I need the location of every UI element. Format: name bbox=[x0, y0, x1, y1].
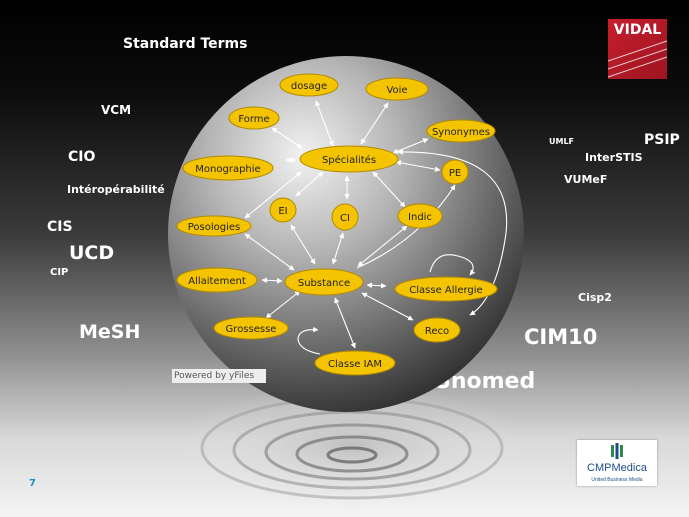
term-cim10: CIM10 bbox=[524, 325, 598, 349]
vidal-logo-text: VIDAL bbox=[613, 22, 662, 38]
term-mesh: MeSH bbox=[79, 321, 141, 343]
cmpmedica-emblem-icon bbox=[611, 443, 623, 459]
node-forme-label: Forme bbox=[238, 114, 269, 125]
node-classe-iam-label: Classe IAM bbox=[328, 359, 382, 370]
edge bbox=[271, 127, 303, 149]
term-cio: CIO bbox=[68, 149, 96, 165]
node-monographie-label: Monographie bbox=[195, 164, 260, 175]
node-reco-label: Reco bbox=[425, 326, 449, 337]
node-specialites-label: Spécialités bbox=[322, 154, 376, 166]
vidal-logo-stripes bbox=[608, 40, 667, 78]
edge bbox=[265, 290, 301, 319]
cmpmedica-name: CMPMedica bbox=[587, 462, 647, 474]
node-dosage-label: dosage bbox=[291, 81, 327, 92]
node-substance[interactable]: Substance bbox=[284, 268, 364, 296]
node-specialites[interactable]: Spécialités bbox=[299, 145, 399, 173]
node-classe-allergie-label: Classe Allergie bbox=[409, 285, 482, 296]
vidal-logo: VIDAL bbox=[608, 19, 667, 79]
node-grossesse[interactable]: Grossesse bbox=[213, 316, 289, 340]
node-allaitement-label: Allaitement bbox=[188, 276, 246, 287]
ripple-reflection bbox=[177, 383, 527, 507]
term-psip: PSIP bbox=[644, 132, 680, 148]
node-reco[interactable]: Reco bbox=[413, 317, 461, 343]
term-vumef: VUMeF bbox=[564, 173, 608, 186]
edge bbox=[429, 254, 476, 276]
node-pe[interactable]: PE bbox=[441, 159, 469, 185]
node-dosage[interactable]: dosage bbox=[279, 73, 339, 97]
edge bbox=[331, 232, 345, 265]
term-vcm: VCM bbox=[101, 103, 132, 117]
node-posologies-label: Posologies bbox=[188, 222, 241, 233]
node-substance-label: Substance bbox=[298, 278, 350, 289]
node-forme[interactable]: Forme bbox=[228, 106, 280, 130]
edge bbox=[361, 292, 414, 321]
node-indic-label: Indic bbox=[408, 212, 432, 223]
edge bbox=[360, 102, 389, 145]
edge bbox=[290, 224, 316, 265]
term-ucd: UCD bbox=[69, 242, 115, 264]
edge bbox=[334, 297, 356, 349]
edges bbox=[244, 100, 508, 355]
edge bbox=[397, 149, 508, 316]
cmpmedica-logo: CMPMedica United Business Media bbox=[577, 440, 657, 486]
term-umlf: UMLF bbox=[549, 137, 575, 146]
node-pe-label: PE bbox=[449, 168, 461, 179]
node-ei[interactable]: EI bbox=[269, 197, 297, 223]
term-interoperabilite: Intéropérabilité bbox=[67, 183, 165, 196]
cmpmedica-subtitle: United Business Media bbox=[591, 477, 643, 483]
node-monographie[interactable]: Monographie bbox=[182, 155, 274, 181]
node-synonymes[interactable]: Synonymes bbox=[426, 119, 496, 143]
node-allaitement[interactable]: Allaitement bbox=[176, 267, 258, 293]
edge bbox=[261, 277, 283, 284]
term-cip: CIP bbox=[50, 267, 69, 278]
node-classe-allergie[interactable]: Classe Allergie bbox=[394, 276, 498, 302]
node-ci[interactable]: CI bbox=[331, 203, 359, 231]
term-interstis: InterSTIS bbox=[585, 151, 643, 164]
node-ci-label: CI bbox=[340, 213, 350, 224]
node-voie[interactable]: Voie bbox=[365, 77, 429, 101]
edge bbox=[244, 171, 302, 219]
node-classe-iam[interactable]: Classe IAM bbox=[314, 350, 396, 376]
node-grossesse-label: Grossesse bbox=[226, 324, 277, 335]
edge bbox=[297, 326, 321, 355]
node-ei-label: EI bbox=[278, 206, 287, 217]
term-standard-terms: Standard Terms bbox=[123, 36, 248, 52]
node-synonymes-label: Synonymes bbox=[432, 127, 490, 138]
edge bbox=[244, 233, 295, 271]
edge bbox=[366, 282, 387, 289]
term-snomed: Snomed bbox=[435, 369, 536, 394]
node-voie-label: Voie bbox=[386, 85, 407, 96]
page-number: 7 bbox=[29, 478, 36, 489]
term-cisp2: Cisp2 bbox=[578, 291, 612, 304]
node-indic[interactable]: Indic bbox=[397, 203, 443, 229]
yfiles-watermark: Powered by yFiles bbox=[172, 369, 266, 383]
edge bbox=[315, 100, 334, 147]
node-posologies[interactable]: Posologies bbox=[176, 215, 252, 237]
term-cis: CIS bbox=[47, 219, 73, 235]
